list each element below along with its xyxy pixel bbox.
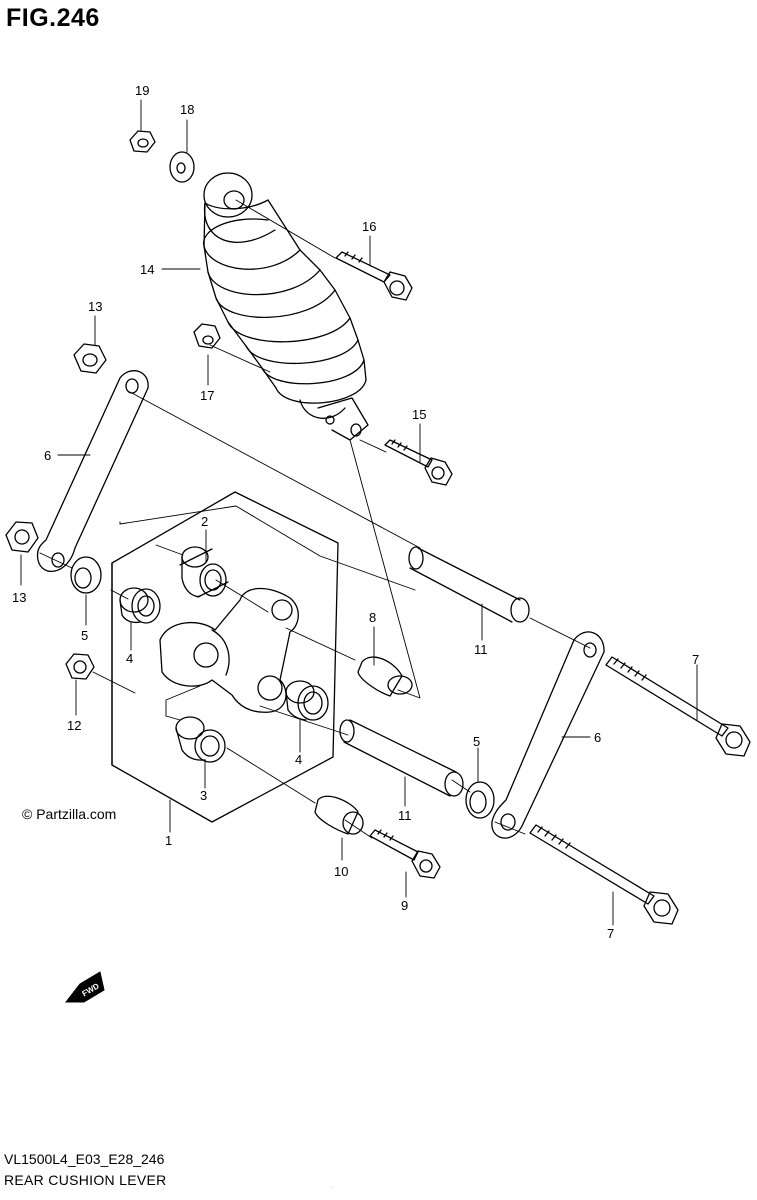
spacer-8	[357, 656, 413, 697]
model-code: VL1500L4_E03_E28_246	[4, 1151, 165, 1167]
callout-8: 8	[369, 610, 376, 625]
callout-18: 18	[180, 102, 194, 117]
callout-1: 1	[165, 833, 172, 848]
callout-5-right: 5	[473, 734, 480, 749]
nut-13-top	[73, 343, 107, 374]
bearing-2	[179, 546, 229, 598]
cushion-rod-6-left	[36, 370, 149, 572]
washer-18	[169, 151, 195, 183]
callout-11-upper: 11	[474, 642, 488, 657]
callout-9: 9	[401, 898, 408, 913]
callout-5-left: 5	[81, 628, 88, 643]
callout-6-right: 6	[594, 730, 601, 745]
callout-4-left: 4	[126, 651, 133, 666]
nut-12	[65, 653, 95, 680]
callout-3: 3	[200, 788, 207, 803]
callout-labels: 19 18 16 14 13 17 15 6 2 13 5 8 11 4 7 1…	[12, 83, 699, 941]
spacer-10	[314, 795, 364, 835]
bolt-9	[369, 829, 441, 879]
bolt-15	[384, 439, 453, 486]
callout-7-upper: 7	[692, 652, 699, 667]
fine-print: ...	[330, 1184, 334, 1189]
callout-6-left: 6	[44, 448, 51, 463]
callout-11-lower: 11	[398, 808, 412, 823]
nut-17	[193, 323, 221, 349]
nut-13-left	[5, 521, 39, 553]
fwd-arrow-icon: FWD	[64, 971, 105, 1003]
guide-lines	[39, 199, 591, 839]
cushion-lever-body	[159, 587, 299, 713]
callout-15: 15	[412, 407, 426, 422]
callout-17: 17	[200, 388, 214, 403]
nut-19	[129, 130, 156, 153]
copyright-notice: © Partzilla.com	[22, 806, 117, 822]
bolt-7-upper	[605, 656, 751, 757]
bolt-16	[335, 251, 413, 301]
callout-14: 14	[140, 262, 154, 277]
callout-2: 2	[201, 514, 208, 529]
bearing-4-right	[285, 680, 329, 721]
callout-10: 10	[334, 864, 348, 879]
callout-16: 16	[362, 219, 376, 234]
callout-leaders	[20, 99, 698, 926]
callout-7-lower: 7	[607, 926, 614, 941]
shock-absorber-14	[203, 172, 369, 441]
figure-title: FIG.246	[6, 4, 100, 32]
bearing-4-left	[119, 587, 161, 624]
pipe-11-upper	[408, 546, 530, 623]
washer-5-left	[70, 556, 102, 594]
bolt-7-lower	[529, 824, 679, 925]
bearing-3	[175, 716, 226, 763]
figure-caption: REAR CUSHION LEVER	[4, 1172, 167, 1188]
cushion-rod-6-right	[491, 631, 605, 839]
callout-19: 19	[135, 83, 149, 98]
washer-5-right	[465, 781, 495, 819]
callout-4-right: 4	[295, 752, 302, 767]
pipe-11-lower	[339, 719, 464, 797]
callout-13-top: 13	[88, 299, 102, 314]
callout-12: 12	[67, 718, 81, 733]
callout-13-left: 13	[12, 590, 26, 605]
lever-assembly-outline	[111, 491, 339, 823]
